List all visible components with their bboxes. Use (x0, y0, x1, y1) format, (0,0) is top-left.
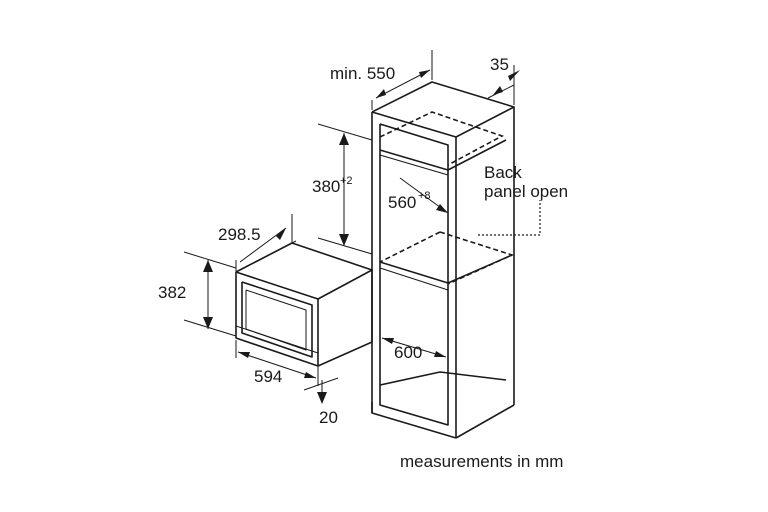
appliance (235, 240, 373, 367)
appliance-width-label: 594 (254, 367, 282, 386)
appliance-depth-label: 298.5 (218, 225, 261, 244)
measurement-note: measurements in mm (400, 452, 563, 471)
niche-depth-tolerance: +8 (418, 190, 431, 202)
niche-depth-label: 560 (388, 193, 416, 212)
appliance-dimensions (183, 214, 339, 404)
cabinet-width-label: min. 550 (330, 64, 395, 83)
appliance-height-label: 382 (158, 283, 186, 302)
appliance-front-label: 20 (319, 408, 338, 427)
back-panel-label-line-2: panel open (484, 182, 568, 201)
cabinet-height-label: 380 (312, 177, 340, 196)
cabinet-height-tolerance: +2 (340, 175, 353, 187)
cabinet (371, 81, 541, 439)
cabinet-dimensions (317, 50, 520, 358)
back-panel-label-line-1: Back (484, 163, 522, 182)
cabinet-inner-width-label: 600 (394, 343, 422, 362)
cabinet-depth-label: 35 (490, 55, 509, 74)
